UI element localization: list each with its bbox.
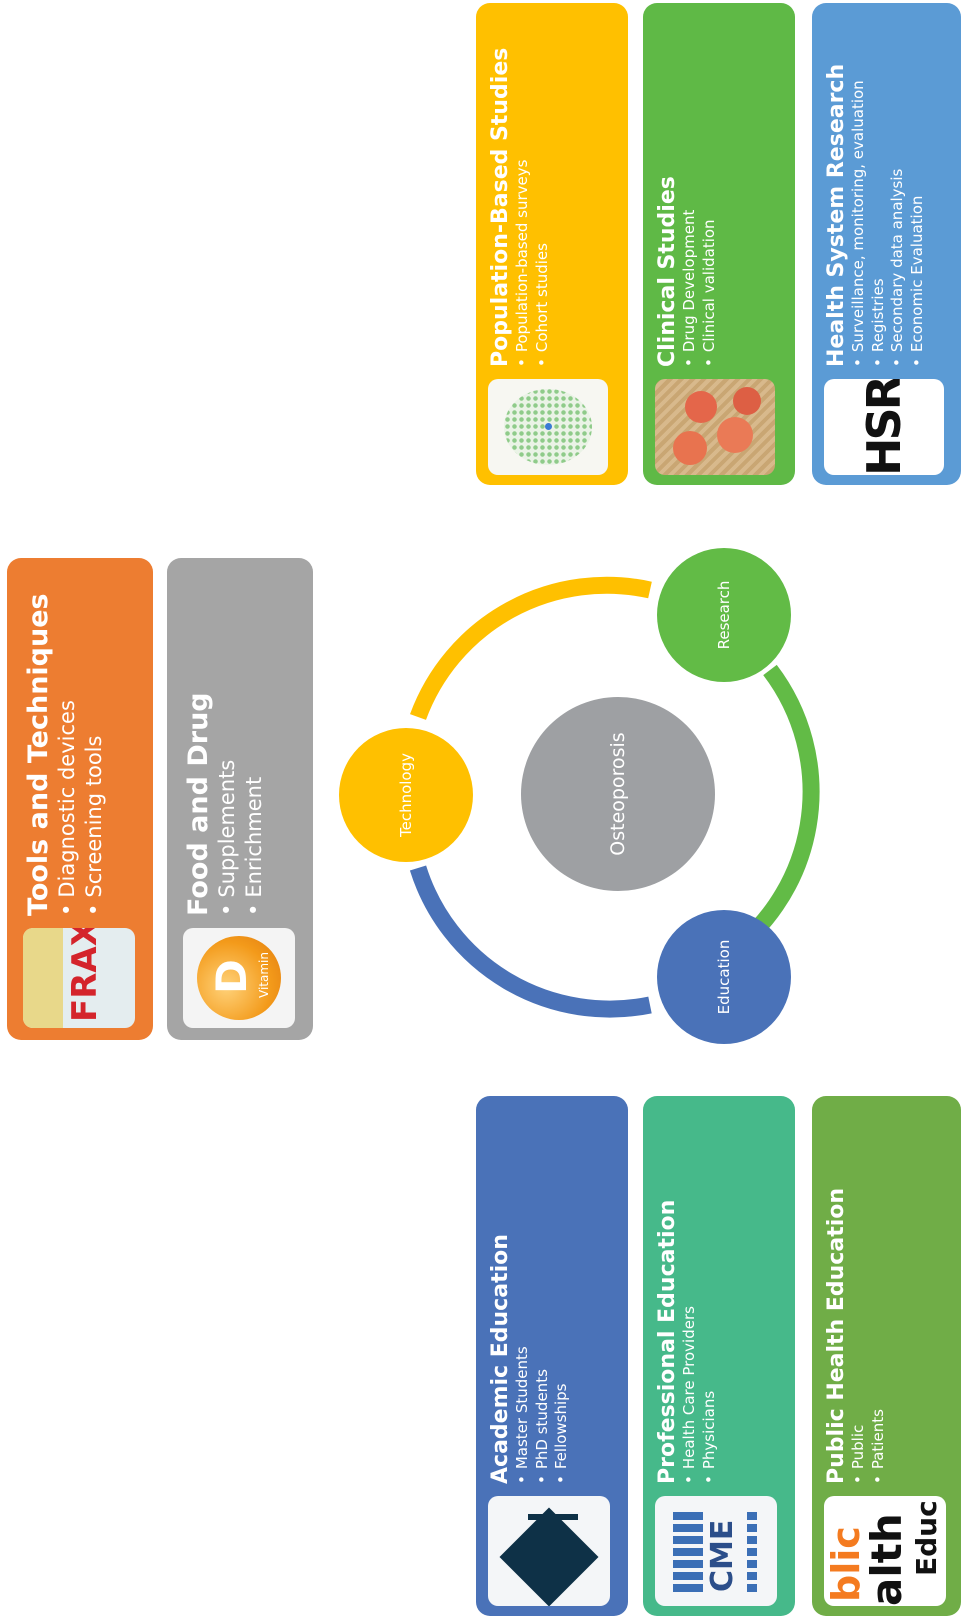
frax-icon: FRAX bbox=[23, 928, 135, 1028]
list-item: Diagnostic devices bbox=[54, 593, 81, 916]
professional-education-title: Professional Education bbox=[655, 1199, 680, 1484]
public-health-education-title: Public Health Education bbox=[824, 1187, 849, 1484]
research-label: Research bbox=[715, 580, 733, 650]
graduation-cap-icon bbox=[488, 1496, 610, 1606]
academic-education-card: Academic Education Master Students PhD s… bbox=[476, 1096, 628, 1616]
food-drug-title: Food and Drug bbox=[183, 692, 214, 916]
list-item: Registries bbox=[869, 64, 889, 367]
pills-icon bbox=[655, 379, 775, 475]
list-item: Economic Evaluation bbox=[908, 64, 928, 367]
list-item: Supplements bbox=[214, 692, 241, 916]
frax-logo-text: FRAX bbox=[65, 928, 105, 1022]
public-health-education-card: blic alth Educ Public Health Education P… bbox=[812, 1096, 961, 1616]
health-system-card: HSR Health System Research Surveillance,… bbox=[812, 3, 961, 485]
list-item: Clinical validation bbox=[700, 176, 720, 367]
vitamin-d-letter: D bbox=[207, 959, 256, 994]
education-logo-text: Educ bbox=[910, 1500, 943, 1576]
technology-label: Technology bbox=[397, 752, 415, 838]
list-item: Fellowships bbox=[552, 1234, 572, 1484]
professional-education-card: CME Professional Education Health Care P… bbox=[643, 1096, 795, 1616]
list-item: Surveillance, monitoring, evaluation bbox=[849, 64, 869, 367]
vitamin-d-subtext: Vitamin bbox=[257, 952, 271, 998]
list-item: Master Students bbox=[513, 1234, 533, 1484]
population-icon bbox=[488, 379, 608, 475]
osteoporosis-label: Osteoporosis bbox=[607, 732, 629, 856]
osteoporosis-circle bbox=[521, 697, 715, 891]
list-item: Population-based surveys bbox=[513, 48, 533, 367]
tools-techniques-card: FRAX Tools and Techniques Diagnostic dev… bbox=[7, 558, 153, 1040]
research-node[interactable] bbox=[657, 548, 791, 682]
arc-technology-research bbox=[410, 576, 652, 720]
technology-node[interactable] bbox=[339, 728, 473, 862]
clinical-studies-card: Clinical Studies Drug Development Clinic… bbox=[643, 3, 795, 485]
list-item: Secondary data analysis bbox=[888, 64, 908, 367]
list-item: Public bbox=[849, 1188, 869, 1484]
cme-icon: CME bbox=[655, 1496, 777, 1606]
hsr-icon: HSR bbox=[824, 379, 944, 475]
education-node[interactable] bbox=[657, 910, 791, 1044]
vitamin-d-icon: D Vitamin bbox=[183, 928, 295, 1028]
clinical-studies-title: Clinical Studies bbox=[655, 176, 680, 367]
list-item: Health Care Providers bbox=[680, 1200, 700, 1484]
list-item: Patients bbox=[869, 1188, 889, 1484]
health-system-title: Health System Research bbox=[824, 63, 849, 367]
hsr-logo-text: HSR bbox=[857, 379, 911, 475]
tools-techniques-title: Tools and Techniques bbox=[23, 593, 54, 916]
list-item: Physicians bbox=[700, 1200, 720, 1484]
arc-education-technology bbox=[409, 865, 652, 1018]
academic-education-title: Academic Education bbox=[488, 1234, 513, 1484]
population-studies-card: Population-Based Studies Population-base… bbox=[476, 3, 628, 485]
list-item: Cohort studies bbox=[533, 48, 553, 367]
list-item: Screening tools bbox=[81, 593, 108, 916]
health-logo-text: alth bbox=[862, 1513, 911, 1606]
population-studies-title: Population-Based Studies bbox=[488, 47, 513, 367]
food-drug-card: D Vitamin Food and Drug Supplements Enri… bbox=[167, 558, 313, 1040]
education-label: Education bbox=[715, 939, 733, 1015]
list-item: PhD students bbox=[533, 1234, 553, 1484]
list-item: Enrichment bbox=[241, 692, 268, 916]
list-item: Drug Development bbox=[680, 176, 700, 367]
public-health-education-icon: blic alth Educ bbox=[824, 1496, 946, 1606]
cme-logo-text: CME bbox=[705, 1519, 740, 1592]
